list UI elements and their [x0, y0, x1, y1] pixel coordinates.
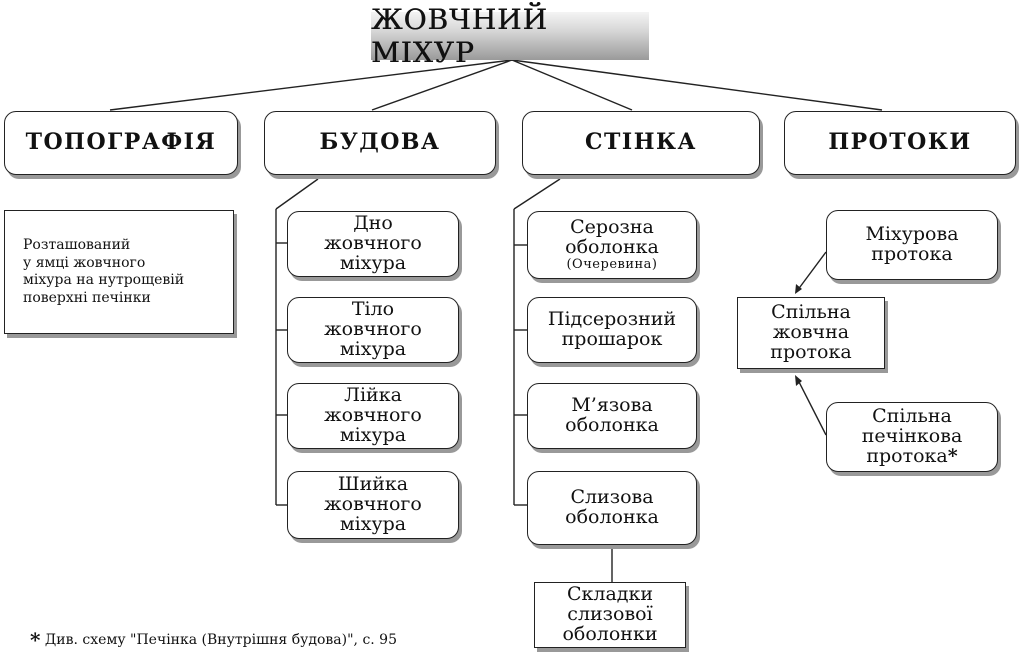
topography-line: Розташований: [23, 237, 131, 253]
item-line: Складки: [566, 583, 654, 606]
item-line: жовчного: [324, 493, 422, 516]
item-line: жовчна: [772, 321, 850, 344]
footnote: * Див. схему "Печінка (Внутрішня будова)…: [30, 628, 397, 652]
item-line: Спільна: [872, 405, 952, 428]
topography-line: міхура на нутрощевій: [23, 272, 185, 288]
duct-item-cystic: Міхурова протока: [826, 210, 998, 280]
item-line: М’язова: [571, 394, 653, 417]
category-wall: СТІНКА: [522, 111, 760, 175]
footnote-text: Див. схему "Печінка (Внутрішня будова)",…: [44, 632, 397, 648]
item-line-with-mark: протока*: [866, 444, 958, 467]
item-line: жовчного: [324, 232, 422, 255]
duct-item-common-hepatic: Спільна печінкова протока*: [826, 402, 998, 472]
wall-item-muscular: М’язова оболонка: [527, 383, 697, 449]
item-line: протока: [866, 444, 948, 467]
topography-description: Розташований у ямці жовчного міхура на н…: [4, 210, 234, 334]
item-line: протока: [770, 340, 852, 363]
duct-item-common-bile: Спільна жовчна протока: [737, 297, 885, 369]
structure-item-neck: Шийка жовчного міхура: [287, 471, 459, 539]
item-line: Слизова: [570, 486, 654, 509]
item-line: оболонки: [562, 622, 658, 645]
item-line: протока: [871, 243, 953, 265]
item-line: Шийка: [337, 473, 409, 496]
structure-item-fundus: Дно жовчного міхура: [287, 211, 459, 277]
item-line: міхура: [339, 423, 407, 446]
item-line: Лійка: [344, 384, 402, 407]
wall-item-mucous: Слизова оболонка: [527, 471, 697, 545]
topography-line: поверхні печінки: [23, 289, 151, 306]
structure-item-infundibulum: Лійка жовчного міхура: [287, 383, 459, 449]
category-structure: БУДОВА: [264, 111, 496, 175]
item-line: Тіло: [351, 298, 395, 321]
item-line: прошарок: [561, 328, 663, 350]
item-line: міхура: [339, 251, 407, 274]
item-line: оболонка: [565, 506, 659, 528]
item-line: Спільна: [771, 301, 851, 324]
item-line: печінкова: [861, 425, 963, 448]
wall-item-serous: Серозна оболонка (Очеревина): [527, 211, 697, 279]
item-line: Міхурова: [865, 223, 959, 246]
item-line: оболонка: [565, 414, 659, 436]
item-line: міхура: [339, 337, 407, 360]
footnote-marker: *: [947, 444, 958, 467]
item-line: Підсерозний: [547, 308, 677, 331]
item-line: Дно: [353, 212, 393, 235]
item-line: Серозна: [570, 216, 654, 239]
category-ducts: ПРОТОКИ: [784, 111, 1016, 175]
category-topography: ТОПОГРАФІЯ: [4, 111, 238, 175]
item-line: жовчного: [324, 318, 422, 341]
item-line: оболонка: [565, 236, 659, 259]
item-line: міхура: [339, 512, 407, 535]
diagram-title: ЖОВЧНИЙ МІХУР: [371, 3, 649, 69]
topography-line: у ямці жовчного: [23, 254, 146, 271]
wall-item-mucosal-folds: Складки слизової оболонки: [534, 582, 686, 648]
item-line: жовчного: [324, 404, 422, 427]
footnote-asterisk: *: [30, 628, 41, 652]
structure-item-body: Тіло жовчного міхура: [287, 297, 459, 363]
item-note: (Очеревина): [566, 257, 658, 273]
item-line: слизової: [567, 603, 653, 626]
wall-item-subserous: Підсерозний прошарок: [527, 297, 697, 363]
